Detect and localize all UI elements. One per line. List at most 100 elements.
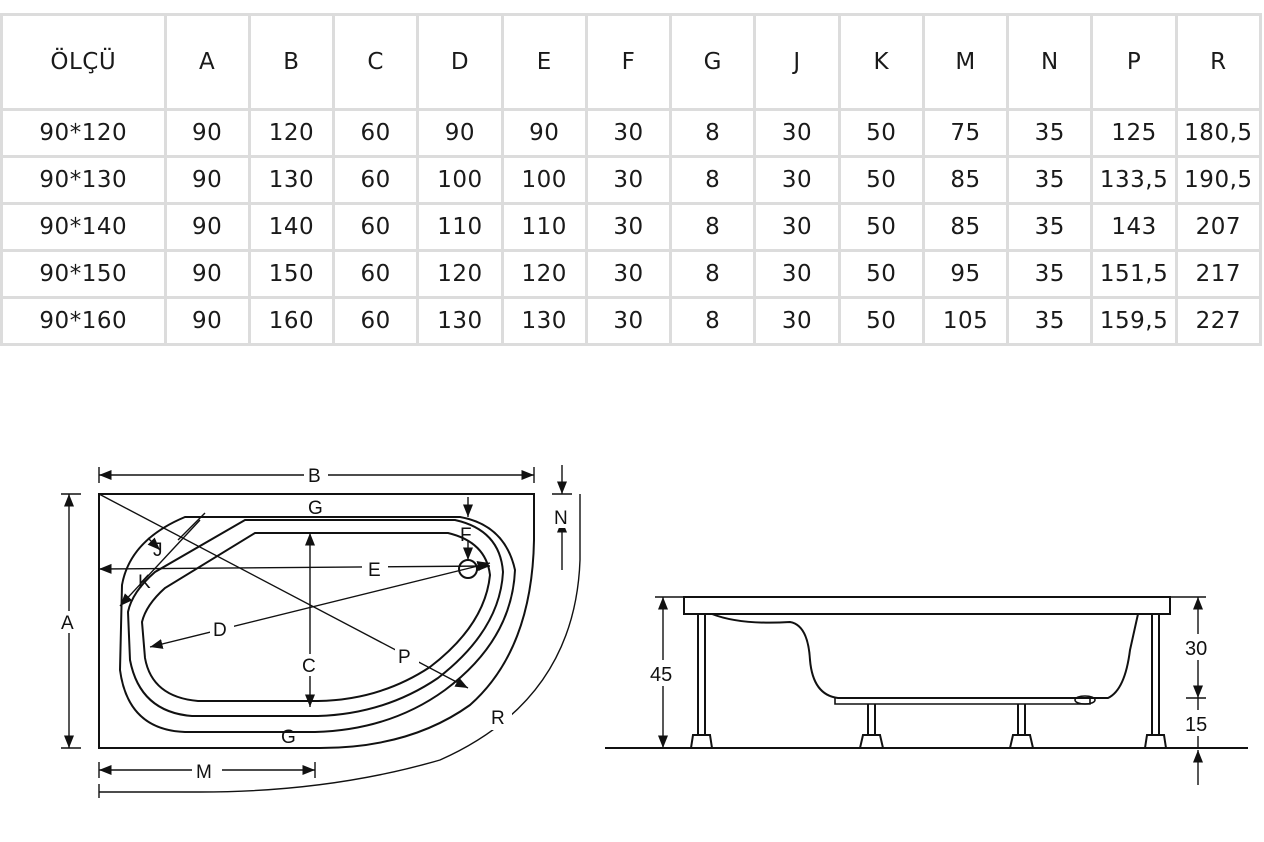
table-cell: 90 bbox=[163, 296, 251, 346]
table-cell: 30 bbox=[753, 202, 841, 252]
header-k: K bbox=[837, 13, 925, 111]
table-row: 90*160 90 160 60 130 130 30 8 30 50 105 … bbox=[0, 296, 1263, 346]
table-row: 90*130 90 130 60 100 100 30 8 30 50 85 3… bbox=[0, 155, 1263, 205]
header-d: D bbox=[416, 13, 504, 111]
table-cell: 125 bbox=[1090, 108, 1178, 158]
table-cell: 50 bbox=[837, 108, 925, 158]
table-cell: 60 bbox=[332, 108, 420, 158]
tub-basin bbox=[126, 519, 505, 717]
header-a: A bbox=[163, 13, 251, 111]
label-b: B bbox=[308, 466, 321, 487]
table-cell: 85 bbox=[921, 202, 1010, 252]
table-cell: 105 bbox=[921, 296, 1010, 346]
label-j: J bbox=[153, 540, 163, 561]
table-cell: 30 bbox=[753, 108, 841, 158]
table-cell: 90*140 bbox=[0, 202, 167, 252]
table-cell: 50 bbox=[837, 249, 925, 299]
header-c: C bbox=[332, 13, 420, 111]
table-cell: 217 bbox=[1174, 249, 1263, 299]
table-cell: 35 bbox=[1006, 155, 1094, 205]
header-g: G bbox=[669, 13, 757, 111]
table-cell: 130 bbox=[500, 296, 588, 346]
table-cell: 207 bbox=[1174, 202, 1263, 252]
table-cell: 30 bbox=[753, 155, 841, 205]
table-cell: 95 bbox=[921, 249, 1010, 299]
table-cell: 35 bbox=[1006, 249, 1094, 299]
table-cell: 50 bbox=[837, 202, 925, 252]
table-cell: 35 bbox=[1006, 108, 1094, 158]
header-b: B bbox=[247, 13, 336, 111]
header-j: J bbox=[753, 13, 841, 111]
table-row: 90*140 90 140 60 110 110 30 8 30 50 85 3… bbox=[0, 202, 1263, 252]
table-cell: 30 bbox=[584, 249, 673, 299]
label-a: A bbox=[61, 613, 74, 634]
table-cell: 159,5 bbox=[1090, 296, 1178, 346]
table-row: 90*120 90 120 60 90 90 30 8 30 50 75 35 … bbox=[0, 108, 1263, 158]
header-f: F bbox=[584, 13, 673, 111]
table-cell: 190,5 bbox=[1174, 155, 1263, 205]
label-height-15: 15 bbox=[1185, 714, 1207, 736]
table-cell: 133,5 bbox=[1090, 155, 1178, 205]
table-cell: 130 bbox=[416, 296, 504, 346]
table-cell: 150 bbox=[247, 249, 336, 299]
table-cell: 90*120 bbox=[0, 108, 167, 158]
side-view bbox=[605, 596, 1248, 785]
label-p: P bbox=[398, 647, 411, 668]
table-cell: 35 bbox=[1006, 202, 1094, 252]
header-e: E bbox=[500, 13, 588, 111]
label-g-top: G bbox=[308, 498, 323, 519]
table-cell: 30 bbox=[753, 296, 841, 346]
table-cell: 85 bbox=[921, 155, 1010, 205]
table-cell: 75 bbox=[921, 108, 1010, 158]
table-cell: 30 bbox=[584, 296, 673, 346]
table-cell: 90*160 bbox=[0, 296, 167, 346]
side-rim bbox=[683, 596, 1171, 615]
table-cell: 90*150 bbox=[0, 249, 167, 299]
table-cell: 50 bbox=[837, 155, 925, 205]
label-k: K bbox=[138, 572, 151, 593]
table-cell: 30 bbox=[584, 155, 673, 205]
table-cell: 90 bbox=[163, 249, 251, 299]
table-header-row: ÖLÇÜ A B C D E F G J K M N P R bbox=[0, 13, 1263, 111]
label-f: F bbox=[460, 525, 472, 546]
table-cell: 143 bbox=[1090, 202, 1178, 252]
table-row: 90*150 90 150 60 120 120 30 8 30 50 95 3… bbox=[0, 249, 1263, 299]
table-cell: 90*130 bbox=[0, 155, 167, 205]
label-e: E bbox=[368, 560, 381, 581]
table-cell: 110 bbox=[416, 202, 504, 252]
table-cell: 8 bbox=[669, 202, 757, 252]
table-cell: 90 bbox=[416, 108, 504, 158]
table-cell: 8 bbox=[669, 155, 757, 205]
table-cell: 60 bbox=[332, 155, 420, 205]
tub-rim bbox=[118, 516, 517, 733]
label-height-45: 45 bbox=[650, 664, 672, 686]
table-cell: 30 bbox=[753, 249, 841, 299]
header-p: P bbox=[1090, 13, 1178, 111]
table-cell: 8 bbox=[669, 296, 757, 346]
label-height-30: 30 bbox=[1185, 638, 1207, 660]
table-cell: 60 bbox=[332, 249, 420, 299]
table-cell: 100 bbox=[500, 155, 588, 205]
table-cell: 140 bbox=[247, 202, 336, 252]
table-cell: 50 bbox=[837, 296, 925, 346]
side-tub-body bbox=[711, 613, 1139, 699]
table-cell: 8 bbox=[669, 108, 757, 158]
label-r: R bbox=[491, 708, 505, 729]
header-m: M bbox=[921, 13, 1010, 111]
label-m: M bbox=[196, 762, 212, 783]
header-olcu: ÖLÇÜ bbox=[0, 13, 167, 111]
header-n: N bbox=[1006, 13, 1094, 111]
table-cell: 130 bbox=[247, 155, 336, 205]
table-cell: 180,5 bbox=[1174, 108, 1263, 158]
table-cell: 90 bbox=[163, 108, 251, 158]
header-r: R bbox=[1174, 13, 1263, 111]
table-cell: 30 bbox=[584, 202, 673, 252]
table-cell: 120 bbox=[500, 249, 588, 299]
table-cell: 60 bbox=[332, 296, 420, 346]
label-g-bottom: G bbox=[281, 727, 296, 748]
label-d: D bbox=[213, 620, 227, 641]
table-cell: 90 bbox=[163, 155, 251, 205]
table-cell: 110 bbox=[500, 202, 588, 252]
table-cell: 35 bbox=[1006, 296, 1094, 346]
